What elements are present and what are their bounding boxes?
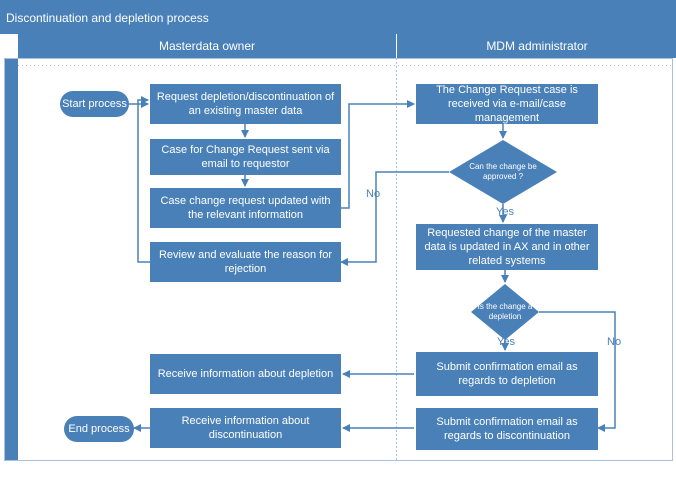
updated-in-ax-box: Requested change of the master data is u… <box>416 224 598 270</box>
edge-label-yes-depletion: Yes <box>497 336 515 348</box>
approve-decision-diamond <box>449 140 557 204</box>
lane-header-mdm-administrator: MDM administrator <box>396 34 676 58</box>
lane-header-masterdata-owner: Masterdata owner <box>18 34 396 58</box>
case-sent-box: Case for Change Request sent via email t… <box>150 139 341 175</box>
lane-frame <box>4 58 673 461</box>
depletion-decision-label: Is the change a depletion <box>477 302 533 321</box>
phase-bar: Phase <box>2 58 18 500</box>
edge-approve-no-review <box>340 171 449 266</box>
case-updated-box: Case change request updated with the rel… <box>150 188 341 228</box>
request-depletion-box: Request depletion/discontinuation of an … <box>150 84 341 124</box>
diagram-title-bar: Discontinuation and depletion process <box>0 0 676 34</box>
receive-depletion-box: Receive information about depletion <box>150 354 341 394</box>
confirm-depletion-box: Submit confirmation email as regards to … <box>416 352 598 396</box>
approve-decision-label: Can the change be approved ? <box>469 162 537 181</box>
edge-review-loop <box>137 96 150 263</box>
edge-label-no-approve: No <box>366 188 381 200</box>
start-process-node: Start process <box>60 91 129 117</box>
receive-discontinuation-box: Receive information about discontinuatio… <box>150 408 341 448</box>
diagram-title: Discontinuation and depletion process <box>6 11 209 25</box>
edge-updated-cr-received <box>341 100 415 209</box>
edge-label-yes-approve: Yes <box>496 206 514 218</box>
confirm-discontinuation-box: Submit confirmation email as regards to … <box>416 408 598 450</box>
end-process-node: End process <box>64 416 134 442</box>
edge-depletion-no-confirm <box>539 311 616 432</box>
cr-received-box: The Change Request case is received via … <box>416 84 598 124</box>
edge-label-no-depletion: No <box>607 336 622 348</box>
review-rejection-box: Review and evaluate the reason for rejec… <box>150 242 341 282</box>
depletion-decision-diamond <box>471 284 539 340</box>
